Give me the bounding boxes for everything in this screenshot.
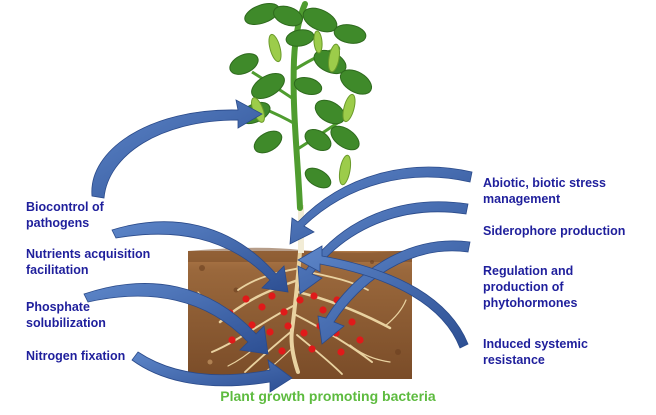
- bacteria-dot: [280, 308, 288, 316]
- curved-arrow: [297, 245, 469, 349]
- diagram-caption: Plant growth promoting bacteria: [220, 388, 436, 404]
- label-nitrogen: Nitrogen fixation: [26, 348, 125, 364]
- curved-arrow: [131, 351, 293, 393]
- bacteria-dot: [242, 295, 250, 303]
- label-nutrients: Nutrients acquisition facilitation: [26, 246, 150, 278]
- bacteria-dot: [278, 347, 286, 355]
- bacteria-dot: [266, 328, 274, 336]
- bacteria-dot: [296, 296, 304, 304]
- label-phosphate: Phosphate solubilization: [26, 299, 106, 331]
- curved-arrow: [91, 99, 263, 199]
- curved-arrow: [297, 201, 469, 295]
- label-phosphate-line-1: Phosphate: [26, 300, 90, 314]
- label-phytohormones-line-1: Regulation and: [483, 264, 574, 278]
- label-resistance-line-1: Induced systemic: [483, 337, 588, 351]
- plant-illustration: [229, 1, 373, 253]
- arrows: [83, 99, 473, 393]
- curved-arrow: [83, 283, 269, 355]
- bacteria-dot: [268, 292, 276, 300]
- curved-arrow: [289, 166, 473, 245]
- label-biocontrol: Biocontrol of pathogens: [26, 199, 104, 231]
- bacteria-dot: [319, 306, 327, 314]
- bacteria-dot: [284, 322, 292, 330]
- label-siderophore: Siderophore production: [483, 223, 625, 239]
- label-siderophore-line-1: Siderophore production: [483, 224, 626, 238]
- bacteria-dot: [337, 348, 345, 356]
- bacteria-dot: [348, 318, 356, 326]
- label-nutrients-line-2: facilitation: [26, 263, 89, 277]
- label-resistance: Induced systemic resistance: [483, 336, 588, 368]
- curved-arrow: [111, 221, 289, 293]
- label-nutrients-line-1: Nutrients acquisition: [26, 247, 151, 261]
- label-stress: Abiotic, biotic stress management: [483, 175, 606, 207]
- bacteria-dot: [248, 321, 256, 329]
- label-phytohormones: Regulation and production of phytohormon…: [483, 263, 577, 311]
- bacteria-dot: [310, 292, 318, 300]
- label-biocontrol-line-1: Biocontrol of: [26, 200, 104, 214]
- bacteria-dot: [308, 345, 316, 353]
- label-stress-line-2: management: [483, 192, 561, 206]
- bacteria-dot: [356, 336, 364, 344]
- label-stress-line-1: Abiotic, biotic stress: [483, 176, 606, 190]
- bacteria-dot: [228, 336, 236, 344]
- label-biocontrol-line-2: pathogens: [26, 216, 90, 230]
- curved-arrow: [317, 240, 471, 345]
- label-phytohormones-line-3: phytohormones: [483, 296, 578, 310]
- label-phosphate-line-2: solubilization: [26, 316, 106, 330]
- label-resistance-line-2: resistance: [483, 353, 545, 367]
- label-phytohormones-line-2: production of: [483, 280, 564, 294]
- label-nitrogen-line-1: Nitrogen fixation: [26, 349, 126, 363]
- bacteria-dot: [258, 303, 266, 311]
- bacteria-dot: [300, 329, 308, 337]
